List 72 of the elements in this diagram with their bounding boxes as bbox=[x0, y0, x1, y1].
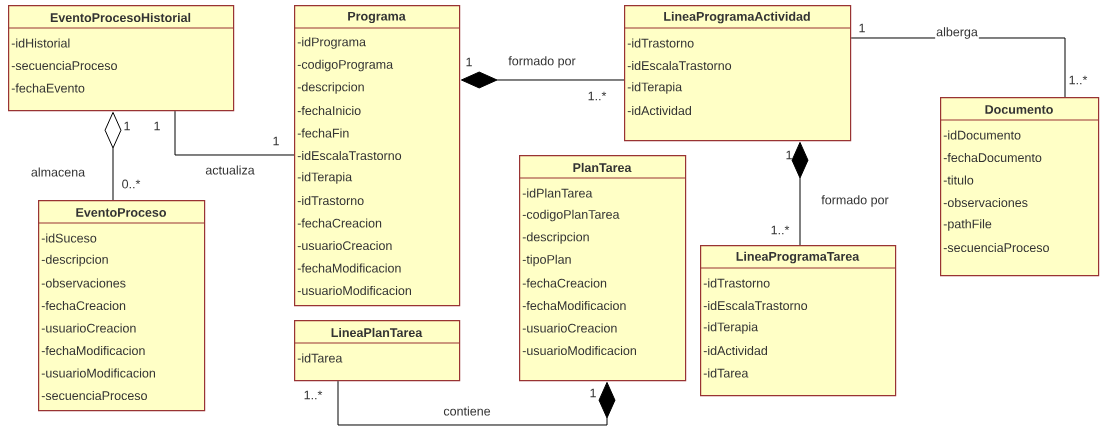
attribute: -codigoPrograma bbox=[297, 59, 394, 72]
attribute: -descripcion bbox=[41, 254, 108, 267]
attribute: -usuarioModificacion bbox=[297, 285, 411, 296]
attribute: -idSuceso bbox=[41, 233, 97, 243]
attribute: -fechaModificacion bbox=[522, 300, 626, 311]
attribute: -usuarioCreacion bbox=[297, 240, 392, 251]
association-line bbox=[104, 111, 122, 201]
attribute: -idTrastorno bbox=[297, 195, 364, 206]
multiplicity-label: 0..* bbox=[122, 179, 141, 189]
attribute: -idPlanTarea bbox=[522, 188, 593, 198]
class-name: Programa bbox=[348, 11, 406, 24]
multiplicity-label: 1 bbox=[273, 136, 279, 146]
attribute: -idTerapia bbox=[703, 322, 759, 334]
edge-label: alberga bbox=[935, 26, 979, 40]
attribute: -idTerapia bbox=[297, 172, 353, 184]
attribute: -titulo bbox=[943, 175, 974, 185]
attribute: -secuenciaProceso bbox=[41, 390, 147, 401]
attribute: -fechaCreacion bbox=[297, 218, 382, 228]
attribute: -usuarioCreacion bbox=[41, 323, 136, 333]
attribute: -descripcion bbox=[297, 82, 364, 94]
attribute: -idHistorial bbox=[11, 38, 70, 48]
attribute: -idTerapia bbox=[627, 82, 683, 94]
attribute: -codigoPlanTarea bbox=[522, 209, 620, 222]
attribute: -idTrastorno bbox=[703, 278, 770, 288]
class-name: LineaProgramaTarea bbox=[736, 251, 860, 264]
class-name: EventoProceso bbox=[76, 208, 166, 217]
class-name: PlanTarea bbox=[573, 162, 632, 173]
attribute: -idDocumento bbox=[943, 130, 1021, 140]
edge-label: formado por bbox=[507, 55, 577, 69]
class-name: LineaPlanTarea bbox=[331, 327, 423, 338]
edge-label: almacena bbox=[29, 166, 87, 178]
attribute: -usuarioModificacion bbox=[522, 345, 636, 356]
attribute: -idTarea bbox=[703, 368, 749, 378]
class-name: Documento bbox=[985, 105, 1053, 114]
multiplicity-label: 1..* bbox=[1069, 75, 1088, 85]
class-name: EventoProcesoHistorial bbox=[50, 12, 191, 23]
multiplicity-label: 1..* bbox=[771, 225, 790, 235]
edge-label: formado por bbox=[820, 194, 890, 208]
attribute: -fechaFin bbox=[297, 128, 349, 138]
attribute: -pathFile bbox=[943, 219, 992, 231]
attribute: -idEscalaTrastorno bbox=[627, 60, 732, 71]
attribute: -idPrograma bbox=[297, 37, 366, 49]
attribute: -secuenciaProceso bbox=[943, 242, 1049, 253]
attribute: -fechaCreacion bbox=[522, 278, 607, 288]
edge-label: contiene bbox=[442, 405, 492, 417]
association-line bbox=[460, 71, 625, 89]
attribute: -idActividad bbox=[703, 345, 767, 356]
attribute: -observaciones bbox=[943, 197, 1028, 208]
association-line bbox=[174, 110, 295, 156]
attribute: -tipoPlan bbox=[522, 254, 571, 267]
edge-label: actualiza bbox=[204, 164, 256, 176]
attribute: -descripcion bbox=[522, 232, 589, 244]
association-line bbox=[791, 141, 809, 246]
class-name: LineaProgramaActividad bbox=[664, 11, 810, 24]
attribute: -fechaDocumento bbox=[943, 152, 1042, 163]
attribute: -secuenciaProceso bbox=[11, 60, 117, 71]
attribute: -usuarioCreacion bbox=[522, 323, 617, 333]
attribute: -idActividad bbox=[627, 105, 691, 116]
attribute: -fechaEvento bbox=[11, 83, 85, 93]
attribute: -fechaInicio bbox=[297, 105, 361, 116]
multiplicity-label: 1 bbox=[859, 23, 865, 33]
attribute: -idEscalaTrastorno bbox=[297, 150, 402, 161]
multiplicity-label: 1..* bbox=[588, 91, 607, 101]
attribute: -fechaCreacion bbox=[41, 300, 126, 311]
association-line bbox=[337, 380, 616, 426]
attribute: -idEscalaTrastorno bbox=[703, 300, 808, 311]
attribute: -usuarioModificacion bbox=[41, 368, 155, 378]
attribute: -fechaModificacion bbox=[297, 263, 401, 273]
attribute: -idTrastorno bbox=[627, 38, 694, 48]
attribute: -observaciones bbox=[41, 278, 126, 288]
attribute: -fechaModificacion bbox=[41, 345, 145, 356]
attribute: -idTarea bbox=[297, 353, 343, 363]
